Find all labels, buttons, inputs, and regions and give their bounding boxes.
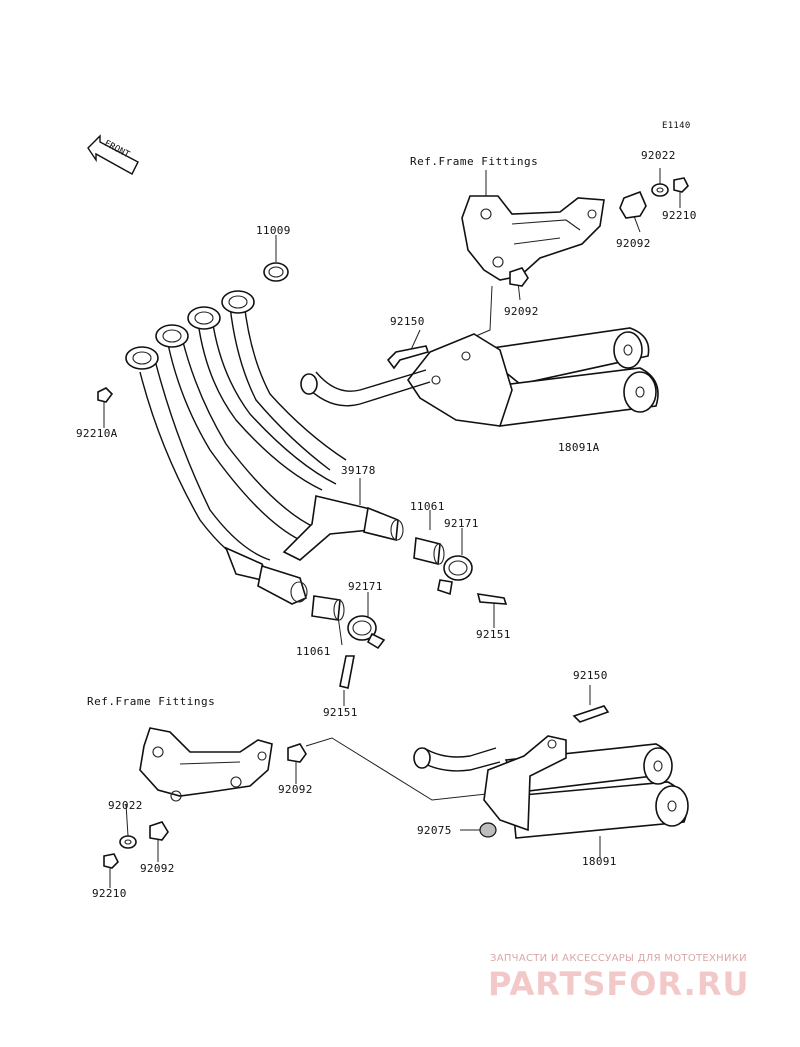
bolt-92151-left (339, 655, 355, 689)
part-label-92210-top: 92210 (662, 209, 697, 222)
lower-muffler-18091 (413, 735, 689, 839)
ref-frame-fittings-bottom: Ref.Frame Fittings (87, 695, 216, 708)
gasket-11009 (263, 262, 289, 282)
header-pipes (125, 290, 347, 605)
top-frame-fitting-bracket (461, 195, 605, 281)
nut-92210A (97, 387, 114, 403)
part-label-92150-top: 92150 (390, 315, 425, 328)
bottom-nut-stack (103, 743, 307, 869)
part-label-92092-top-right: 92092 (616, 237, 651, 250)
upper-muffler-18091A (300, 327, 659, 427)
part-label-18091: 18091 (582, 855, 617, 868)
bolt-92150-bottom (572, 705, 610, 723)
part-label-92151-right: 92151 (476, 628, 511, 641)
watermark-brand: PARTSFOR.RU (488, 965, 750, 1003)
part-label-92022-top: 92022 (641, 149, 676, 162)
diagram-code: E1140 (662, 121, 691, 131)
part-label-92092-bottom-left: 92092 (140, 862, 175, 875)
part-label-92210A: 92210A (76, 427, 118, 440)
clamp-92171-right (437, 555, 473, 596)
part-label-11061-left: 11061 (296, 645, 331, 658)
part-label-39178: 39178 (341, 464, 376, 477)
part-label-92075: 92075 (417, 824, 452, 837)
clamp-92171-left (347, 615, 386, 650)
part-label-92151-left: 92151 (323, 706, 358, 719)
part-label-11009: 11009 (256, 224, 291, 237)
joint-pipe-39178 (282, 495, 404, 561)
part-label-92171-right: 92171 (444, 517, 479, 530)
part-label-92092-bottom-mid: 92092 (278, 783, 313, 796)
part-label-92150-bottom: 92150 (573, 669, 608, 682)
sleeve-11061-right (413, 536, 445, 566)
leader-lines (103, 168, 681, 888)
watermark-tagline: ЗАПЧАСТИ И АКСЕССУАРЫ ДЛЯ МОТОТЕХНИКИ (490, 953, 747, 964)
front-direction-arrow-icon: FRONT (87, 134, 139, 175)
top-nut-stack (509, 177, 689, 287)
part-label-92210-bottom: 92210 (92, 887, 127, 900)
part-label-92171-left: 92171 (348, 580, 383, 593)
part-label-92092-top-mid: 92092 (504, 305, 539, 318)
ref-frame-fittings-top: Ref.Frame Fittings (410, 155, 539, 168)
bolt-92150-top (386, 345, 430, 370)
bolt-92151-right (476, 593, 508, 605)
part-label-11061-right: 11061 (410, 500, 445, 513)
bottom-frame-fitting-bracket (139, 727, 273, 802)
plug-92075 (479, 822, 497, 838)
sleeve-11061-left (311, 595, 345, 621)
part-label-18091A: 18091A (558, 441, 600, 454)
header-flanges (125, 290, 255, 370)
part-label-92022-bottom: 92022 (108, 799, 143, 812)
